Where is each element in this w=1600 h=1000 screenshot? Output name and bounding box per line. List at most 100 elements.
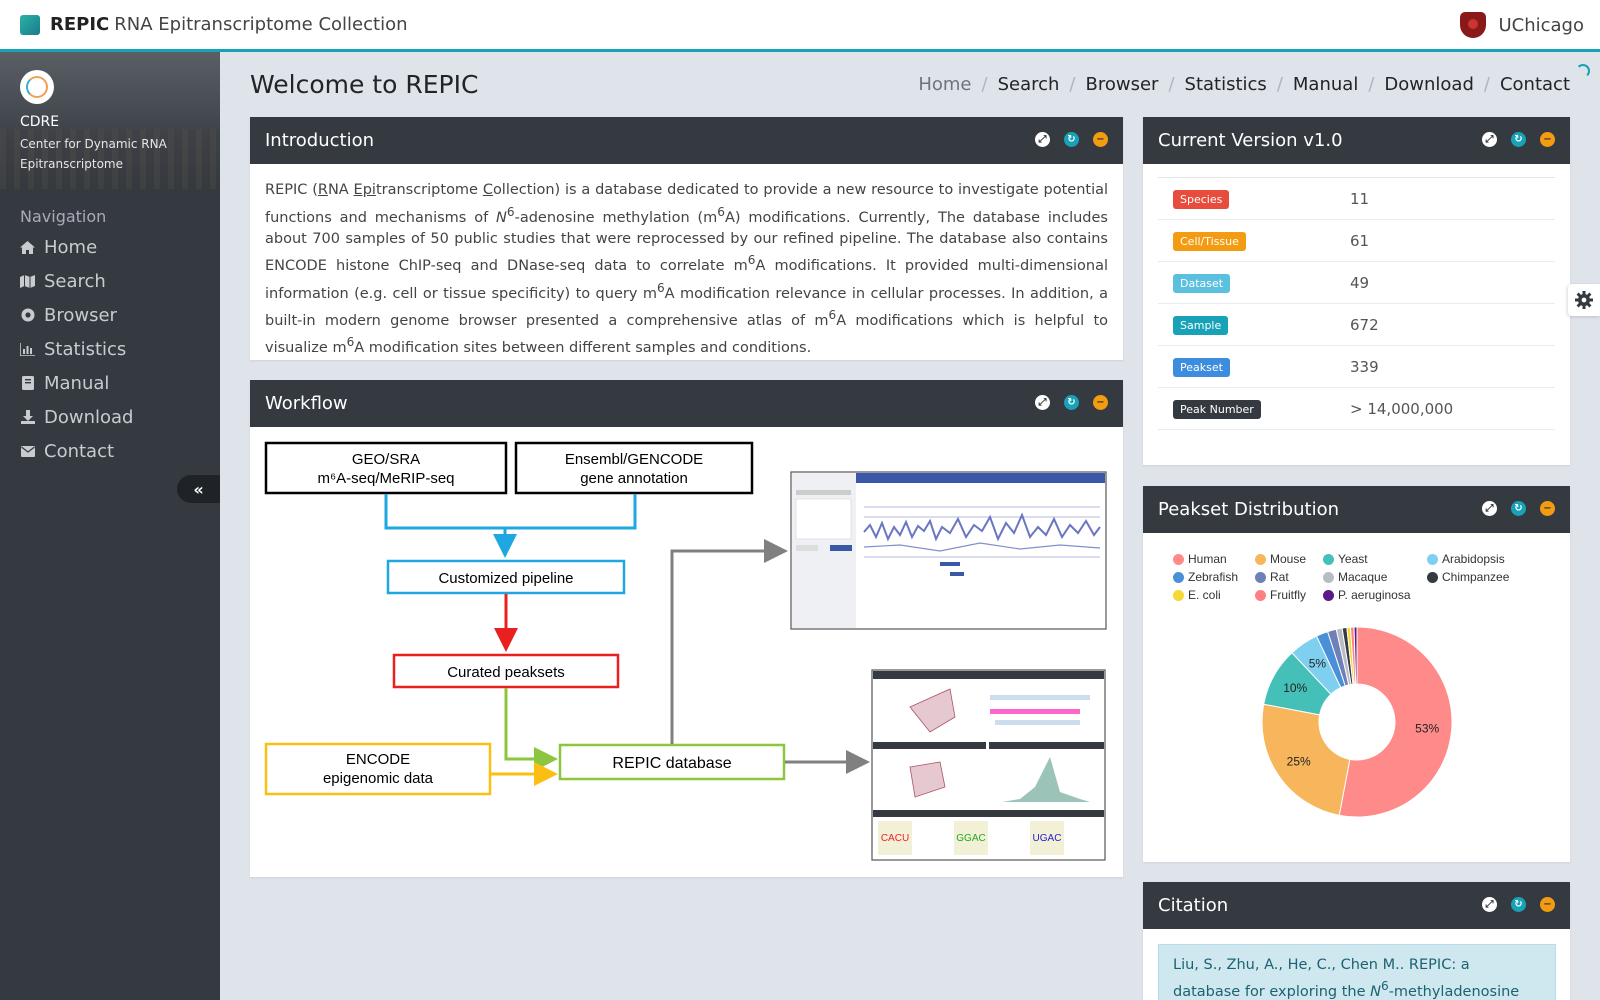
table-row: Species 11 bbox=[1158, 178, 1555, 220]
expand-icon[interactable]: ⤢ bbox=[1035, 132, 1050, 147]
breadcrumb-manual[interactable]: Manual bbox=[1292, 74, 1359, 95]
sidebar-item-label: Contact bbox=[44, 440, 115, 462]
bar-chart-icon bbox=[20, 342, 35, 356]
uchicago-shield-icon bbox=[1460, 12, 1487, 38]
curated-label: Curated peaksets bbox=[447, 664, 565, 681]
breadcrumb-download[interactable]: Download bbox=[1384, 74, 1474, 95]
breadcrumb-statistics[interactable]: Statistics bbox=[1184, 74, 1267, 95]
home-icon bbox=[20, 240, 35, 254]
pie-slice-p-aeruginosa[interactable] bbox=[1353, 626, 1358, 685]
minimize-icon[interactable]: − bbox=[1540, 501, 1555, 516]
expand-icon[interactable]: ⤢ bbox=[1482, 501, 1497, 516]
ensembl-line2: gene annotation bbox=[580, 470, 688, 487]
brand[interactable]: REPIC RNA Epitranscriptome Collection bbox=[0, 14, 408, 35]
sidebar-item-search[interactable]: Search bbox=[0, 264, 220, 298]
peakset-card: Peakset Distribution ⤢ ↻ − Human Mouse Yea… bbox=[1143, 486, 1570, 862]
legend-item[interactable]: Human bbox=[1173, 552, 1255, 566]
book-icon bbox=[20, 376, 35, 390]
breadcrumb-browser[interactable]: Browser bbox=[1085, 74, 1159, 95]
svg-text:CACU: CACU bbox=[881, 833, 909, 844]
legend-item[interactable]: Macaque bbox=[1323, 570, 1427, 584]
card-title: Current Version v1.0 bbox=[1158, 130, 1343, 151]
legend-swatch bbox=[1173, 571, 1184, 583]
legend-item[interactable]: Rat bbox=[1255, 570, 1323, 584]
status-badge: Dataset bbox=[1173, 274, 1231, 293]
breadcrumb-home[interactable]: Home bbox=[918, 74, 972, 95]
org-short-name: CDRE bbox=[20, 114, 60, 130]
curated-box bbox=[392, 653, 620, 689]
institution-link[interactable]: UChicago bbox=[1460, 12, 1584, 38]
table-row: Dataset 49 bbox=[1158, 262, 1555, 304]
minimize-icon[interactable]: − bbox=[1093, 132, 1108, 147]
svg-text:UGAC: UGAC bbox=[1033, 833, 1062, 844]
introduction-card: Introduction ⤢ ↻ − REPIC (RNA Epitranscr… bbox=[250, 117, 1123, 360]
refresh-icon[interactable]: ↻ bbox=[1064, 132, 1079, 147]
settings-gear-icon[interactable] bbox=[1568, 284, 1600, 316]
peakset-card-header: Peakset Distribution ⤢ ↻ − bbox=[1143, 486, 1570, 533]
status-badge: Peakset bbox=[1173, 358, 1230, 377]
card-title: Workflow bbox=[265, 393, 348, 414]
minimize-icon[interactable]: − bbox=[1540, 897, 1555, 912]
refresh-icon[interactable]: ↻ bbox=[1511, 132, 1526, 147]
breadcrumb-contact[interactable]: Contact bbox=[1499, 74, 1570, 95]
legend-swatch bbox=[1323, 571, 1334, 583]
expand-icon[interactable]: ⤢ bbox=[1482, 132, 1497, 147]
legend-item[interactable]: Arabidopsis bbox=[1427, 552, 1547, 566]
status-badge: Sample bbox=[1173, 316, 1229, 335]
envelope-icon bbox=[20, 444, 35, 458]
status-badge: Peak Number bbox=[1173, 400, 1261, 419]
map-icon bbox=[20, 274, 35, 288]
introduction-text: REPIC (RNA Epitranscriptome Collection) … bbox=[265, 182, 1109, 357]
nav-title: Navigation bbox=[20, 207, 107, 226]
encode-box bbox=[264, 742, 492, 796]
pie-slice-mouse[interactable] bbox=[1261, 703, 1351, 816]
expand-icon[interactable]: ⤢ bbox=[1035, 395, 1050, 410]
sidebar-item-label: Search bbox=[44, 270, 106, 292]
ensembl-line1: Ensembl/GENCODE bbox=[565, 451, 703, 468]
legend-item[interactable]: Chimpanzee bbox=[1427, 570, 1547, 584]
sidebar-item-statistics[interactable]: Statistics bbox=[0, 332, 220, 366]
page-title: Welcome to REPIC bbox=[250, 70, 479, 99]
pipeline-box bbox=[386, 559, 626, 595]
refresh-icon[interactable]: ↻ bbox=[1511, 501, 1526, 516]
legend-item[interactable]: Fruitfly bbox=[1255, 588, 1323, 602]
refresh-icon[interactable]: ↻ bbox=[1064, 395, 1079, 410]
legend-swatch bbox=[1427, 553, 1438, 565]
expand-icon[interactable]: ⤢ bbox=[1482, 897, 1497, 912]
minimize-icon[interactable]: − bbox=[1540, 132, 1555, 147]
sidebar-item-manual[interactable]: Manual bbox=[0, 366, 220, 400]
sidebar-header: CDRE Center for Dynamic RNA Epitranscrip… bbox=[0, 52, 220, 189]
legend-item[interactable]: Zebrafish bbox=[1173, 570, 1255, 584]
sidebar-item-home[interactable]: Home bbox=[0, 230, 220, 264]
card-title: Introduction bbox=[265, 130, 375, 151]
blue-connector bbox=[384, 494, 637, 552]
sidebar-item-browser[interactable]: Browser bbox=[0, 298, 220, 332]
citation-text: Liu, S., Zhu, A., He, C., Chen M.. REPIC… bbox=[1158, 944, 1556, 1000]
legend-item[interactable]: Yeast bbox=[1323, 552, 1427, 566]
sidebar-collapse-button[interactable]: « bbox=[177, 475, 220, 503]
sidebar-item-download[interactable]: Download bbox=[0, 400, 220, 434]
sidebar: CDRE Center for Dynamic RNA Epitranscrip… bbox=[0, 52, 220, 1000]
legend-item[interactable]: P. aeruginosa bbox=[1323, 588, 1427, 602]
breadcrumb: Home/ Search/ Browser/ Statistics/ Manua… bbox=[918, 74, 1570, 95]
legend-label: Mouse bbox=[1270, 552, 1307, 566]
row-value: 61 bbox=[1350, 231, 1370, 250]
institution-name: UChicago bbox=[1498, 14, 1584, 36]
sidebar-item-contact[interactable]: Contact bbox=[0, 434, 220, 468]
legend-label: E. coli bbox=[1188, 588, 1221, 602]
minimize-icon[interactable]: − bbox=[1093, 395, 1108, 410]
refresh-icon[interactable]: ↻ bbox=[1511, 897, 1526, 912]
grey-connector-top bbox=[670, 539, 788, 744]
top-bar: REPIC RNA Epitranscriptome Collection UC… bbox=[0, 0, 1600, 52]
card-title: Citation bbox=[1158, 895, 1229, 916]
legend-swatch bbox=[1427, 571, 1438, 583]
legend-swatch bbox=[1173, 553, 1184, 565]
breadcrumb-search[interactable]: Search bbox=[997, 74, 1060, 95]
pie-slice-human[interactable] bbox=[1338, 626, 1453, 818]
legend-item[interactable]: E. coli bbox=[1173, 588, 1255, 602]
legend-item[interactable]: Mouse bbox=[1255, 552, 1323, 566]
legend-swatch bbox=[1323, 553, 1334, 565]
legend-label: Rat bbox=[1270, 570, 1289, 584]
row-value: 11 bbox=[1350, 189, 1370, 208]
